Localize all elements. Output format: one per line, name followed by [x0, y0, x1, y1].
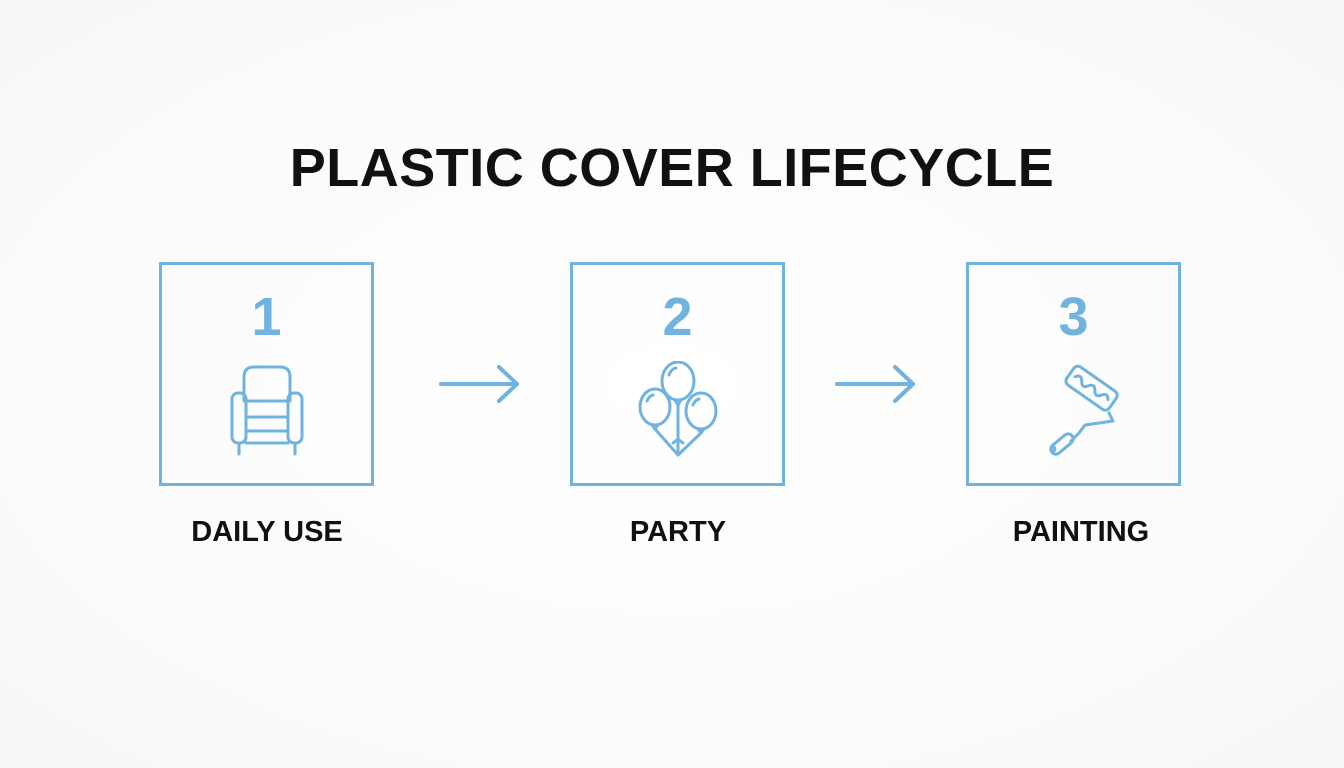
arrow-right-icon: [835, 365, 915, 403]
step-1-label: DAILY USE: [191, 516, 343, 548]
balloons-icon: [638, 361, 717, 457]
step-3-number: 3: [1058, 287, 1089, 347]
step-2-number: 2: [662, 287, 693, 347]
armchair-icon: [230, 365, 303, 456]
diagram-title: PLASTIC COVER LIFECYCLE: [289, 138, 1055, 198]
step-3-label: PAINTING: [1012, 516, 1150, 548]
step-2-label: PARTY: [629, 516, 727, 548]
arrow-right-icon: [439, 365, 519, 403]
paint-roller-icon: [1048, 364, 1119, 456]
step-2-box: 2: [570, 262, 785, 486]
step-3-box: 3: [966, 262, 1181, 486]
step-1-box: 1: [159, 262, 374, 486]
step-1-number: 1: [251, 287, 282, 347]
